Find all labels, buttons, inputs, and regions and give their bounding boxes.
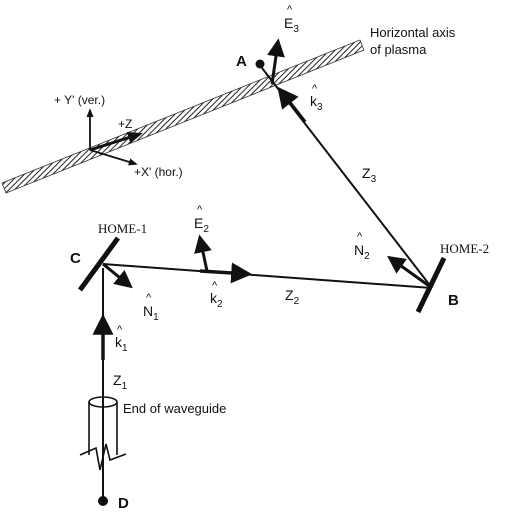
coordinate-axes <box>86 108 143 166</box>
n1-label: N1 <box>143 303 159 323</box>
z1-label: Z1 <box>113 372 128 392</box>
k3-label: k3 <box>310 93 323 113</box>
point-b-label: B <box>448 292 459 309</box>
point-a-label: A <box>236 53 247 70</box>
k1-label: k1 <box>115 334 128 354</box>
e3-arrow <box>267 38 285 85</box>
plasma-axis-band <box>1 39 365 194</box>
k3-arrow <box>277 86 307 124</box>
k2-hat: ^ <box>212 280 218 292</box>
k2-label: k2 <box>210 290 223 310</box>
mirror-home1 <box>77 236 121 292</box>
beam-z2 <box>102 263 433 289</box>
home1-label: HOME-1 <box>98 221 147 236</box>
z2-label: Z2 <box>285 287 300 307</box>
e2-arrow <box>194 234 212 272</box>
e2-hat: ^ <box>197 204 203 216</box>
point-d-dot <box>98 496 108 506</box>
n2-arrow <box>387 255 433 290</box>
k2-arrow <box>199 262 253 284</box>
waveguide-end <box>79 396 127 471</box>
axis-title-line1: Horizontal axis <box>370 25 456 40</box>
point-d-label: D <box>118 495 129 512</box>
z3-label: Z3 <box>362 165 377 185</box>
coord-y-label: + Y' (ver.) <box>54 93 105 107</box>
coord-x-label: +X' (hor.) <box>134 165 183 179</box>
n2-label: N2 <box>354 242 370 262</box>
e2-label: E2 <box>194 215 209 235</box>
k1-hat: ^ <box>117 324 123 336</box>
axis-title-line2: of plasma <box>370 42 427 57</box>
n1-hat: ^ <box>146 292 152 304</box>
coord-z-label: +Z <box>118 117 132 131</box>
e3-hat: ^ <box>287 4 293 16</box>
n2-hat: ^ <box>357 231 363 243</box>
e3-label: E3 <box>284 15 299 35</box>
home2-label: HOME-2 <box>440 241 489 256</box>
mirror-home2 <box>415 256 447 314</box>
k3-hat: ^ <box>312 83 318 95</box>
point-c-label: C <box>70 250 81 267</box>
point-a-dot <box>255 59 265 69</box>
n1-arrow <box>102 262 133 289</box>
waveguide-label: End of waveguide <box>123 401 226 416</box>
